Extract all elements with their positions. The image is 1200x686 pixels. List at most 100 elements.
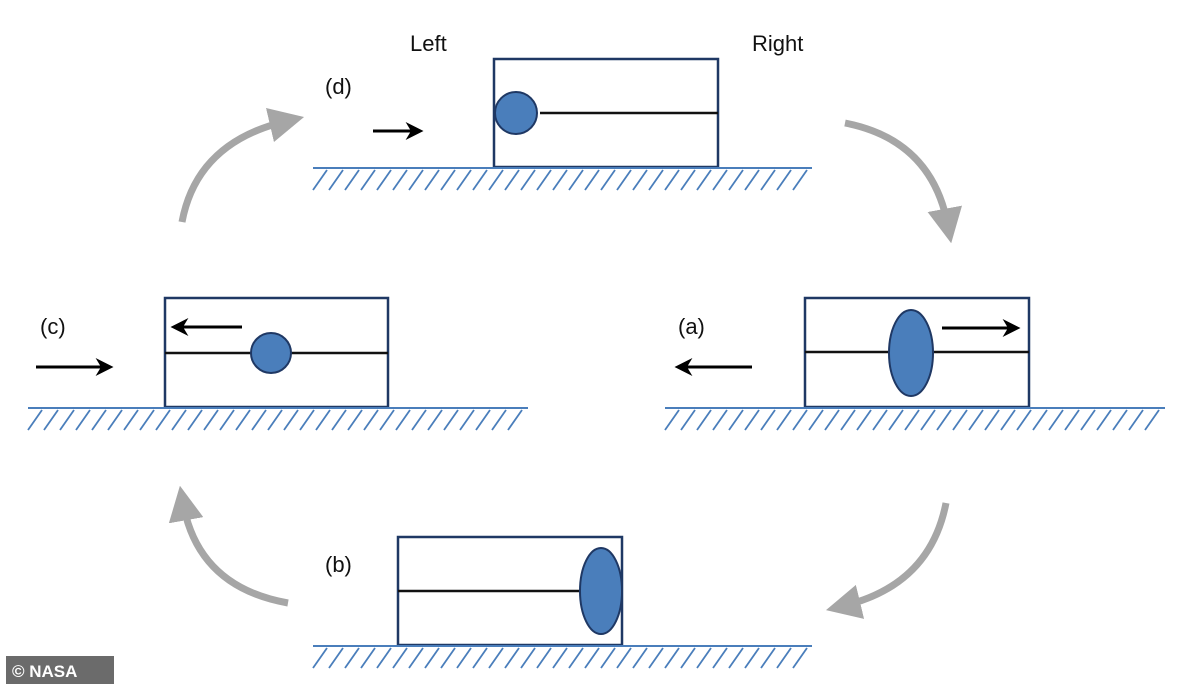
hatch-mark <box>1112 409 1128 431</box>
hatch-mark <box>728 409 744 431</box>
hatch-mark <box>424 169 440 191</box>
hatch-mark <box>776 409 792 431</box>
hatch-mark <box>1128 409 1144 431</box>
hatch-mark <box>507 409 523 431</box>
hatch-mark <box>379 409 395 431</box>
hatch-mark <box>440 647 456 669</box>
hatch-mark <box>632 169 648 191</box>
hatch-mark <box>792 409 808 431</box>
mass-compressed <box>888 309 934 397</box>
hatch-mark <box>376 169 392 191</box>
right-label: Right <box>752 31 803 56</box>
hatch-mark <box>328 169 344 191</box>
hatch-mark <box>299 409 315 431</box>
ground-hatch <box>27 409 523 431</box>
hatch-mark <box>584 169 600 191</box>
stage-d: Left Right (d) <box>312 31 812 191</box>
hatch-mark <box>171 409 187 431</box>
hatch-mark <box>376 647 392 669</box>
hatch-mark <box>203 409 219 431</box>
hatch-mark <box>312 647 328 669</box>
hatch-mark <box>456 169 472 191</box>
hatch-mark <box>776 647 792 669</box>
hatch-mark <box>712 409 728 431</box>
stage-b: (b) <box>312 535 812 669</box>
hatch-mark <box>776 169 792 191</box>
hatch-mark <box>520 647 536 669</box>
hatch-mark <box>536 169 552 191</box>
ground-hatch <box>664 409 1160 431</box>
hatch-mark <box>392 169 408 191</box>
hatch-mark <box>440 169 456 191</box>
hatch-mark <box>491 409 507 431</box>
hatch-mark <box>43 409 59 431</box>
hatch-mark <box>568 169 584 191</box>
stage-c-label: (c) <box>40 314 66 339</box>
hatch-mark <box>984 409 1000 431</box>
hatch-mark <box>712 647 728 669</box>
hatch-mark <box>1080 409 1096 431</box>
hatch-mark <box>1144 409 1160 431</box>
hatch-mark <box>27 409 43 431</box>
hatch-mark <box>155 409 171 431</box>
hatch-mark <box>472 169 488 191</box>
hatch-mark <box>936 409 952 431</box>
hatch-mark <box>344 647 360 669</box>
nasa-watermark: © NASA <box>6 656 114 684</box>
hatch-mark <box>283 409 299 431</box>
hatch-mark <box>696 647 712 669</box>
hatch-mark <box>1096 409 1112 431</box>
hatch-mark <box>968 409 984 431</box>
hatch-mark <box>792 169 808 191</box>
hatch-mark <box>443 409 459 431</box>
hatch-mark <box>395 409 411 431</box>
hatch-mark <box>187 409 203 431</box>
hatch-mark <box>616 169 632 191</box>
hatch-mark <box>472 647 488 669</box>
hatch-mark <box>728 169 744 191</box>
hatch-mark <box>680 409 696 431</box>
hatch-mark <box>760 169 776 191</box>
hatch-mark <box>600 169 616 191</box>
ground-hatch <box>312 169 808 191</box>
hatch-mark <box>664 409 680 431</box>
hatch-mark <box>760 409 776 431</box>
hatch-mark <box>1016 409 1032 431</box>
hatch-mark <box>744 647 760 669</box>
hatch-mark <box>504 647 520 669</box>
hatch-mark <box>664 647 680 669</box>
hatch-mark <box>363 409 379 431</box>
hatch-mark <box>488 169 504 191</box>
hatch-mark <box>91 409 107 431</box>
hatch-mark <box>1064 409 1080 431</box>
hatch-mark <box>1048 409 1064 431</box>
cycle-arrow-top-left-icon <box>178 107 305 223</box>
hatch-mark <box>235 409 251 431</box>
hatch-mark <box>328 647 344 669</box>
hatch-mark <box>744 409 760 431</box>
hatch-mark <box>347 409 363 431</box>
hatch-mark <box>488 647 504 669</box>
hatch-mark <box>552 169 568 191</box>
hatch-mark <box>360 169 376 191</box>
hatch-mark <box>411 409 427 431</box>
hatch-mark <box>107 409 123 431</box>
hatch-mark <box>123 409 139 431</box>
hatch-mark <box>856 409 872 431</box>
hatch-mark <box>680 647 696 669</box>
hatch-mark <box>360 647 376 669</box>
hatch-mark <box>459 409 475 431</box>
hatch-mark <box>696 409 712 431</box>
mass-ball <box>250 332 292 374</box>
hatch-mark <box>616 647 632 669</box>
hatch-mark <box>952 409 968 431</box>
hatch-mark <box>744 169 760 191</box>
hatch-mark <box>1032 409 1048 431</box>
hatch-mark <box>840 409 856 431</box>
hatch-mark <box>139 409 155 431</box>
ground-hatch <box>312 647 808 669</box>
hatch-mark <box>251 409 267 431</box>
hatch-mark <box>408 169 424 191</box>
hatch-mark <box>888 409 904 431</box>
hatch-mark <box>1000 409 1016 431</box>
